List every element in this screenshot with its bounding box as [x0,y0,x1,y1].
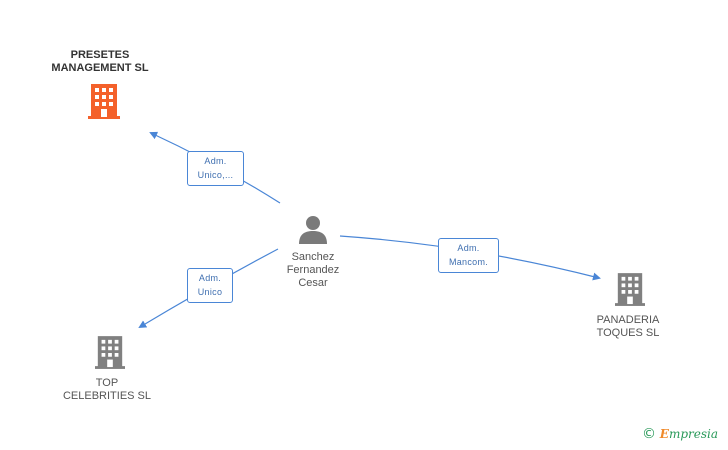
edge-label-line1: Adm. [204,156,227,166]
person-label-line1: Sanchez [291,251,335,263]
edge-label-line2: Mancom. [448,257,489,267]
person-icon[interactable] [298,214,328,244]
edge-label-adm-mancom[interactable]: Adm. Mancom. [438,238,499,273]
company-label-panaderia-line2: TOQUES SL [596,327,660,339]
building-icon[interactable] [95,336,125,370]
company-label-top: TOP CELEBRITIES SL [52,377,162,403]
person-label: Sanchez Fernandez Cesar [263,251,363,290]
company-label-presetes-line1: PRESETES [70,49,130,61]
company-label-presetes-line2: MANAGEMENT SL [51,62,149,74]
person-label-line2: Fernandez [286,264,340,276]
edge-label-adm-unico-top[interactable]: Adm. Unico [187,268,233,303]
edge-label-adm-unico-presetes[interactable]: Adm. Unico,... [187,151,244,186]
company-label-panaderia-line1: PANADERIA [596,314,660,326]
edge-label-line2: Unico [197,287,223,297]
edge-label-line1: Adm. [457,243,480,253]
edge-label-line1: Adm. [198,273,222,283]
brand-initial: E [659,427,669,441]
company-label-top-line1: TOP [95,377,119,389]
company-label-presetes: PRESETES MANAGEMENT SL [40,49,160,75]
edge-label-line2: Unico,... [197,170,234,180]
company-label-panaderia: PANADERIA TOQUES SL [578,314,678,340]
company-label-top-line2: CELEBRITIES SL [62,390,152,402]
copyright-symbol: © [641,426,656,442]
building-icon[interactable] [88,84,120,120]
brand-name: mpresia [668,427,718,441]
building-icon[interactable] [615,273,645,307]
empresia-watermark: © Empresia [642,426,718,442]
person-label-line3: Cesar [298,277,328,289]
